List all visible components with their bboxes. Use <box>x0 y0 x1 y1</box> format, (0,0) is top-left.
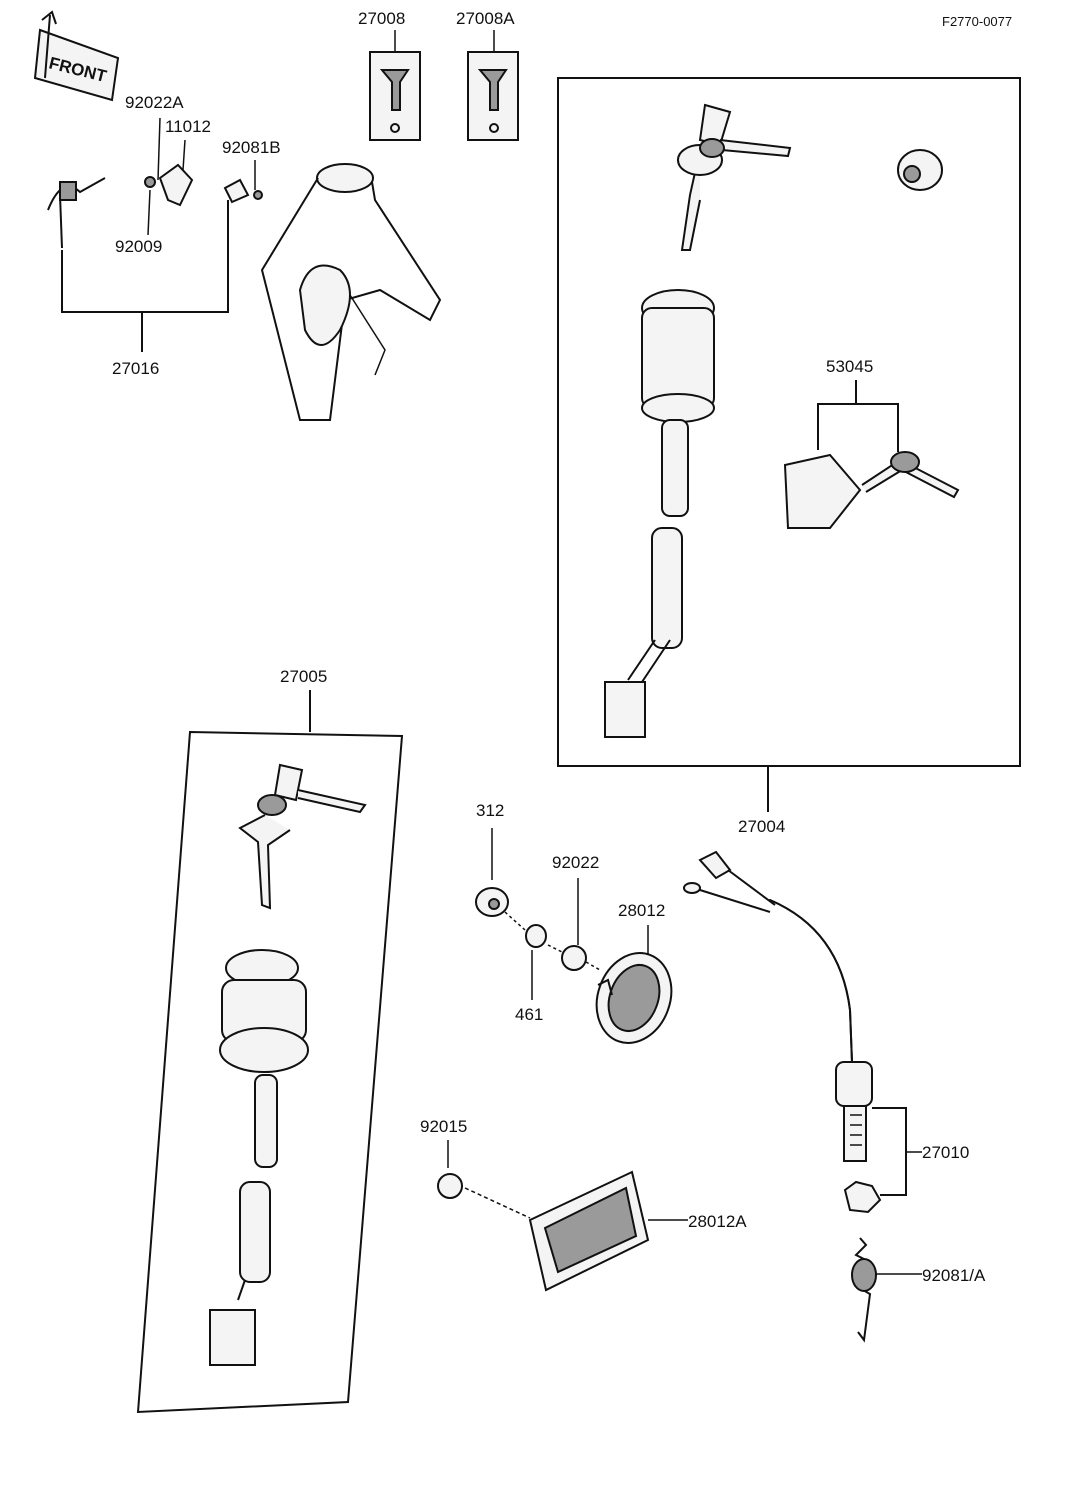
label-92009: 92009 <box>115 237 162 256</box>
label-312: 312 <box>476 801 504 820</box>
label-11012: 11012 <box>165 117 211 136</box>
label-27010: 27010 <box>922 1143 969 1162</box>
label-27016: 27016 <box>112 359 159 378</box>
front-arrow: FRONT <box>33 10 120 102</box>
switch-assembly-27016: 92022A 11012 92081B 92009 27016 <box>47 93 281 378</box>
label-53045: 53045 <box>826 357 873 376</box>
label-27008A: 27008A <box>456 9 515 28</box>
label-92015: 92015 <box>420 1117 467 1136</box>
reflector-28012A-assembly: 92015 28012A <box>420 1117 747 1292</box>
label-92081B: 92081B <box>222 138 281 157</box>
label-28012: 28012 <box>618 901 665 920</box>
label-92022A: 92022A <box>125 93 184 112</box>
label-27005: 27005 <box>280 667 327 686</box>
label-28012A: 28012A <box>688 1212 747 1231</box>
label-92022: 92022 <box>552 853 599 872</box>
frame-head <box>260 163 442 421</box>
label-27004: 27004 <box>738 817 785 836</box>
seal-27008A: 27008A <box>456 9 519 141</box>
brake-switch-27010-assembly: 27010 92081/A <box>683 850 986 1343</box>
figure-id: F2770-0077 <box>942 14 1012 29</box>
ignition-switch-box-27004: 27004 53045 <box>557 77 1021 836</box>
reflector-28012-assembly: 312 92022 461 28012 <box>475 801 673 1044</box>
label-92081A: 92081/A <box>922 1266 986 1285</box>
seal-27008: 27008 <box>358 9 421 141</box>
ignition-switch-box-27005: 27005 <box>136 667 404 1414</box>
label-27008: 27008 <box>358 9 405 28</box>
label-461: 461 <box>515 1005 543 1024</box>
